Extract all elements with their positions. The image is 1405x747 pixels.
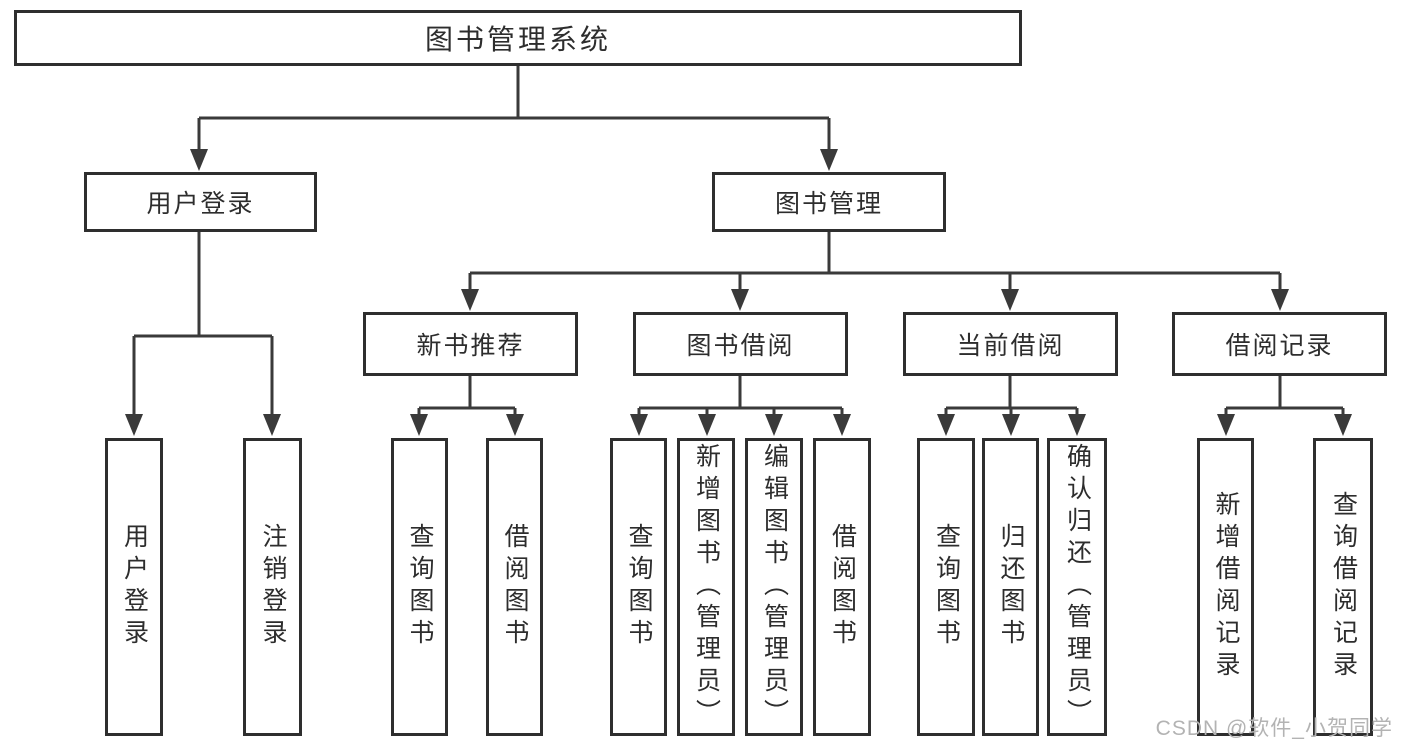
leaf-newbook-query: 查询图书 — [391, 438, 448, 736]
leaf-record-query-label: 查询借阅记录 — [1329, 491, 1358, 683]
leaf-borrow-query-label: 查询图书 — [625, 523, 653, 651]
leaf-user-login-label: 用户登录 — [120, 523, 149, 651]
leaf-user-login: 用户登录 — [105, 438, 163, 736]
node-root-system: 图书管理系统 — [14, 10, 1022, 66]
node-new-book-recommend: 新书推荐 — [363, 312, 578, 376]
leaf-confirm-return-admin: 确认归还（管理员） — [1047, 438, 1107, 736]
leaf-borrow-query: 查询图书 — [610, 438, 667, 736]
leaf-logout-label: 注销登录 — [259, 523, 287, 651]
leaf-record-add-label: 新增借阅记录 — [1212, 491, 1240, 683]
node-borrow-record: 借阅记录 — [1172, 312, 1387, 376]
node-book-management: 图书管理 — [712, 172, 946, 232]
leaf-logout: 注销登录 — [243, 438, 302, 736]
leaf-return-book-label: 归还图书 — [997, 523, 1025, 651]
leaf-borrow-edit-admin-label: 编辑图书（管理员） — [760, 443, 789, 731]
leaf-newbook-borrow-label: 借阅图书 — [501, 523, 529, 651]
leaf-record-query: 查询借阅记录 — [1313, 438, 1373, 736]
csdn-watermark: CSDN @软件_小贺同学 — [1155, 717, 1393, 740]
node-current-borrow: 当前借阅 — [903, 312, 1118, 376]
leaf-borrow-book: 借阅图书 — [813, 438, 871, 736]
node-user-login: 用户登录 — [84, 172, 317, 232]
leaf-current-query: 查询图书 — [917, 438, 975, 736]
arrowhead-icons — [125, 149, 1352, 436]
leaf-borrow-add-admin-label: 新增图书（管理员） — [692, 443, 721, 731]
leaf-current-query-label: 查询图书 — [932, 523, 961, 651]
leaf-newbook-query-label: 查询图书 — [406, 523, 434, 651]
node-book-borrow: 图书借阅 — [633, 312, 848, 376]
leaf-return-book: 归还图书 — [982, 438, 1039, 736]
leaf-borrow-edit-admin: 编辑图书（管理员） — [745, 438, 803, 736]
leaf-record-add: 新增借阅记录 — [1197, 438, 1254, 736]
leaf-newbook-borrow: 借阅图书 — [486, 438, 543, 736]
leaf-borrow-add-admin: 新增图书（管理员） — [677, 438, 735, 736]
leaf-confirm-return-admin-label: 确认归还（管理员） — [1063, 443, 1092, 731]
leaf-borrow-book-label: 借阅图书 — [828, 523, 857, 651]
